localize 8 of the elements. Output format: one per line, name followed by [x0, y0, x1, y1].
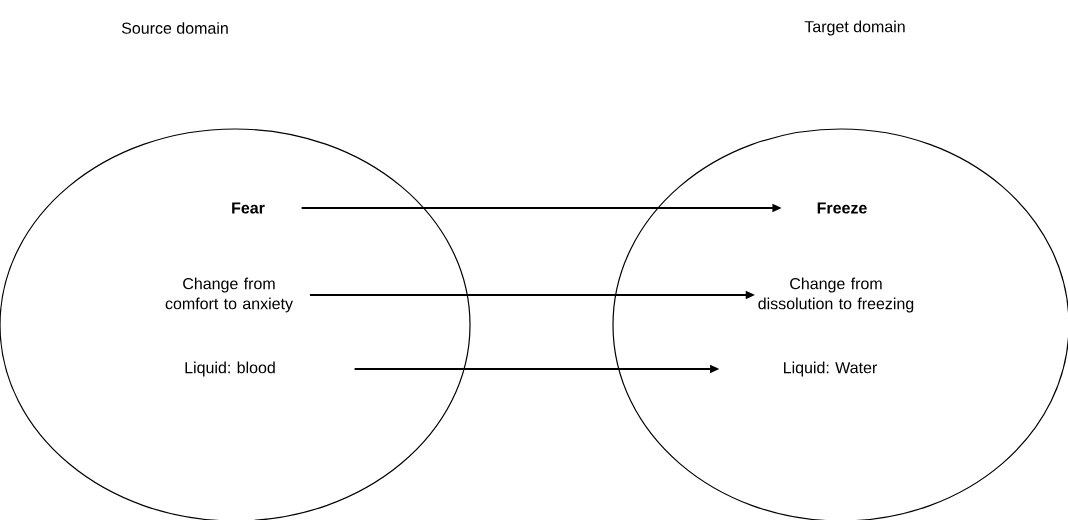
concept-text: Fear	[232, 202, 265, 214]
concept-text: Liquid: Water	[784, 361, 877, 377]
concept-text: Change from comfort to anxiety	[165, 277, 293, 313]
concept-text: Liquid: blood	[185, 361, 275, 377]
concept-text: Change from dissolution to freezing	[758, 277, 914, 313]
domain-heading: Source domain	[121, 22, 228, 34]
domain-heading: Target domain	[804, 20, 905, 36]
concept-text: Freeze	[817, 202, 867, 214]
